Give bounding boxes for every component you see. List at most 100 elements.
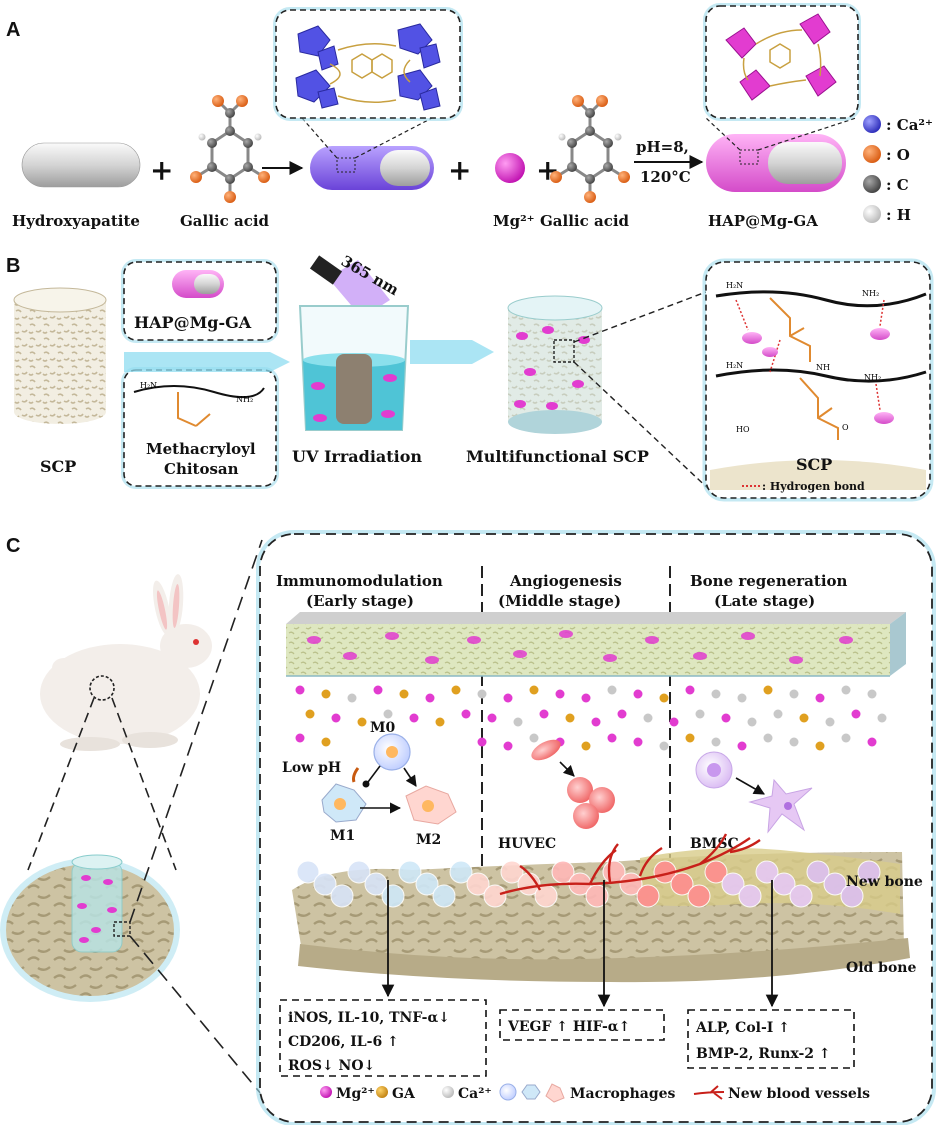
new-blood-vessels: [499, 833, 761, 896]
legend-c-swatch: [863, 175, 881, 193]
ion-dot: [591, 717, 601, 727]
legend-ga-label: GA: [392, 1086, 416, 1102]
ion-dot: [643, 713, 653, 723]
ion-dot: [747, 717, 757, 727]
legend-ca-swatch: [863, 115, 881, 133]
process-arrow-2: [410, 340, 494, 364]
tissue-cell: [772, 872, 796, 896]
ion-dot: [763, 685, 773, 695]
huvec-cells: [531, 739, 615, 829]
label-old-bone: Old bone: [846, 960, 916, 976]
tissue-cell: [857, 860, 881, 884]
methacryloyl-chitosan-box: H₂N NH₂: [121, 367, 279, 489]
ion-dot: [295, 685, 305, 695]
chitosan-nh2-text: NH₂: [236, 395, 253, 404]
atom-legend: : Ca²⁺ : O : C : H: [863, 115, 933, 224]
panel-label-a: A: [6, 19, 20, 41]
box2-line1: VEGF ↑ HIF-α↑: [507, 1019, 630, 1035]
ca-ga-framework-inset: [273, 7, 463, 159]
zoom-line-c3: [129, 539, 263, 923]
tissue-cell: [789, 884, 813, 908]
box3-line2: BMP-2, Runx-2 ↑: [696, 1046, 831, 1062]
ion-dot: [867, 737, 877, 747]
stage-title-bone-regeneration: Bone regeneration: [690, 572, 848, 590]
condition-ph: pH=8,: [636, 138, 689, 156]
zoom-line-c1: [27, 697, 95, 871]
tissue-cell: [755, 860, 779, 884]
ion-dot: [347, 693, 357, 703]
label-mg-ion: Mg²⁺: [493, 212, 535, 230]
ion-dot: [711, 737, 721, 747]
stage-sub-middle: (Middle stage): [498, 592, 621, 610]
label-detail-scp: SCP: [796, 455, 832, 474]
label-hydroxyapatite: Hydroxyapatite: [12, 212, 140, 230]
label-hap-mg-ga: HAP@Mg-GA: [708, 212, 818, 230]
ion-dot: [513, 717, 523, 727]
ion-dot: [487, 713, 497, 723]
ion-dot: [435, 717, 445, 727]
label-uv-irradiation: UV Irradiation: [292, 447, 422, 466]
label-gallic-acid-2: Gallic acid: [540, 212, 630, 230]
chitosan-h2n-text: H₂N: [140, 381, 157, 390]
plus-sign-2: +: [448, 154, 471, 187]
ion-dot: [503, 741, 513, 751]
marker-box-immunomodulation: iNOS, IL-10, TNF-α↓ CD206, IL-6 ↑ ROS↓ N…: [279, 999, 487, 1077]
box1-line1: iNOS, IL-10, TNF-α↓: [288, 1010, 450, 1026]
process-arrow-1: [124, 352, 290, 372]
legend-ca-label-c: Ca²⁺: [458, 1086, 492, 1102]
ion-dot: [669, 717, 679, 727]
tissue-cell: [449, 860, 473, 884]
tissue-cell: [840, 884, 864, 908]
tissue-cell: [670, 872, 694, 896]
ion-dot: [581, 741, 591, 751]
label-m0: M0: [370, 720, 395, 736]
label-m2: M2: [416, 832, 441, 848]
legend-h-label: : H: [886, 206, 911, 224]
scaffold-slab: [286, 612, 906, 677]
ion-dot: [789, 689, 799, 699]
tissue-cell: [432, 884, 456, 908]
ion-dot: [841, 733, 851, 743]
ion-dot: [321, 737, 331, 747]
ion-dot: [789, 737, 799, 747]
ion-dot: [565, 713, 575, 723]
ion-dot: [815, 693, 825, 703]
label-bmsc: BMSC: [690, 836, 739, 852]
tissue-cell: [347, 860, 371, 884]
ion-dot: [581, 693, 591, 703]
legend-ca-label: : Ca²⁺: [886, 116, 933, 134]
label-huvec: HUVEC: [498, 836, 556, 852]
ion-dot: [357, 717, 367, 727]
ion-dot: [321, 689, 331, 699]
tissue-cell: [823, 872, 847, 896]
tissue-cell: [636, 884, 660, 908]
ion-dot: [721, 713, 731, 723]
ion-dot: [477, 737, 487, 747]
tissue-cell: [381, 884, 405, 908]
ion-dot: [633, 737, 643, 747]
tissue-cell: [738, 884, 762, 908]
label-chitosan-line2: Chitosan: [164, 460, 239, 478]
legend-mg-label: Mg²⁺: [336, 1086, 375, 1102]
ion-dot: [773, 709, 783, 719]
panel-label-c: C: [6, 535, 20, 557]
scp-molecular-detail-box: H₂N NH₂ H₂N NH NH₂ HO O: [702, 258, 934, 502]
ion-dot: [305, 709, 315, 719]
tissue-cell: [704, 860, 728, 884]
scp-scaffold: [13, 287, 107, 424]
tissue-cell: [483, 884, 507, 908]
marker-box-angiogenesis: VEGF ↑ HIF-α↑: [499, 1009, 665, 1041]
tissue-cell: [466, 872, 490, 896]
panel-c-legend: Mg²⁺ GA Ca²⁺ Macrophages New blood vesse…: [320, 1083, 870, 1103]
tissue-cell: [687, 884, 711, 908]
legend-vessel-swatch: [693, 1085, 725, 1100]
ion-dot: [633, 689, 643, 699]
label-new-bone: New bone: [846, 874, 923, 890]
label-chitosan-line1: Methacryloyl: [146, 440, 256, 458]
ca-ga-coated-rod: [310, 146, 434, 190]
ion-dot: [685, 733, 695, 743]
box1-line3: ROS↓ NO↓: [288, 1058, 375, 1074]
hap-mg-ga-rod: [706, 134, 846, 192]
